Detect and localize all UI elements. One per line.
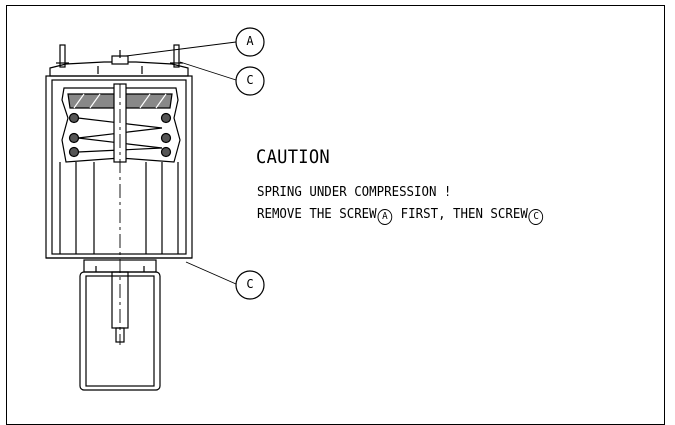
callout-c-top-label: C: [246, 73, 254, 87]
caution-line-2-part2: FIRST, THEN SCREW: [393, 206, 528, 222]
caution-line-1: SPRING UNDER COMPRESSION !: [257, 184, 452, 200]
screw-a-marker: A: [377, 209, 393, 225]
actuator-drawing: [45, 27, 265, 391]
top-cover: [49, 50, 189, 77]
callout-c-bottom-label: C: [246, 277, 254, 291]
callout-c-bottom-circle: [235, 270, 265, 300]
top-studs: [56, 44, 183, 68]
caution-title: CAUTION: [256, 146, 330, 168]
lower-housing: [79, 259, 161, 391]
leader-lines: [125, 41, 237, 285]
callout-a-circle: [235, 27, 265, 57]
caution-line-2-part1: REMOVE THE SCREW: [257, 206, 377, 222]
spring-cutaway: [61, 83, 181, 163]
callout-c-top-circle: [235, 66, 265, 96]
screw-c-marker: C: [528, 209, 544, 225]
callout-a-label: A: [246, 34, 254, 48]
main-housing: [45, 75, 193, 259]
